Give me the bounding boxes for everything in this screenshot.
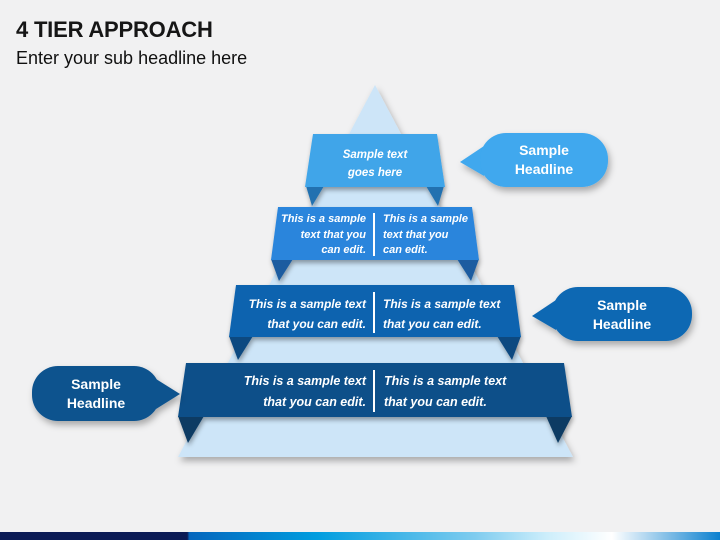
tier-2-left-line: This is a sample — [281, 213, 366, 225]
callout-line: Headline — [66, 395, 126, 411]
tier-1-fold-left — [306, 186, 324, 206]
tier-4-right-line: This is a sample text — [384, 374, 507, 388]
tier-2-fold-left — [271, 259, 293, 281]
tier-2-fold-right — [457, 259, 479, 281]
callout-line: Headline — [514, 161, 574, 177]
tier-1-ribbon — [305, 134, 445, 187]
tier-2-text-right: This is a sample text that you can edit. — [383, 212, 487, 259]
tier-4-left-line: This is a sample text — [243, 374, 366, 388]
callout-top-right-body — [480, 133, 608, 187]
callout-middle-right-tail — [532, 300, 556, 330]
tier-3-left-line: This is a sample text — [248, 297, 366, 311]
callout-top-right-tail — [460, 146, 484, 176]
tier-4-banner — [178, 363, 572, 443]
tier-3-text-right: This is a sample text that you can edit. — [383, 294, 524, 334]
slide-title: 4 TIER APPROACH — [16, 17, 213, 42]
tier-3-text-left: This is a sample text that you can edit. — [225, 294, 366, 334]
tier-2-right-line: This is a sample — [383, 213, 468, 225]
tier-3-fold-right — [497, 336, 521, 360]
tier-2-left-line: can edit. — [321, 244, 366, 256]
callout-bottom-left-label: Sample Headline — [32, 375, 160, 413]
tier-1-fold-right — [426, 186, 444, 206]
tier-4-left-line: that you can edit. — [263, 395, 366, 409]
tier-4-text-left: This is a sample text that you can edit. — [216, 371, 366, 413]
callout-line: Sample — [597, 297, 647, 313]
tier-4-fold-right — [546, 416, 572, 443]
tier-1-banner — [305, 134, 445, 206]
tier-1-text: Sample text goes here — [305, 146, 445, 182]
tier-1-line: goes here — [347, 167, 403, 179]
tier-2-text-left: This is a sample text that you can edit. — [262, 212, 366, 259]
callout-middle-right — [532, 287, 692, 341]
tier-1-line: Sample text — [342, 149, 408, 161]
callout-bottom-left-tail — [156, 379, 180, 409]
callout-line: Headline — [592, 316, 652, 332]
slide-subtitle: Enter your sub headline here — [16, 48, 248, 68]
callout-top-right — [460, 133, 608, 187]
callout-line: Sample — [519, 142, 569, 158]
tier-2-right-line: text that you — [383, 228, 449, 241]
callout-bottom-left — [32, 366, 180, 421]
callout-middle-right-body — [552, 287, 692, 341]
tier-3-right-line: This is a sample text — [383, 297, 501, 311]
tier-2-right-line: can edit. — [383, 244, 428, 256]
tier-4-fold-left — [178, 416, 204, 443]
callout-bottom-left-body — [32, 366, 160, 421]
tier-4-right-line: that you can edit. — [384, 395, 487, 409]
tier-3-fold-left — [229, 336, 253, 360]
tier-4-text-right: This is a sample text that you can edit. — [384, 371, 534, 413]
tier-3-banner — [229, 285, 521, 360]
tier-3-left-line: that you can edit. — [267, 317, 366, 331]
tier-4-divider — [373, 370, 375, 412]
callout-top-right-label: Sample Headline — [480, 141, 608, 179]
callout-line: Sample — [71, 376, 121, 392]
callout-middle-right-label: Sample Headline — [552, 296, 692, 334]
tier-2-banner — [271, 207, 479, 281]
tier-2-left-line: text that you — [300, 228, 366, 241]
tier-2-divider — [373, 213, 375, 256]
tier-3-divider — [373, 292, 375, 333]
bottom-accent-bar — [0, 532, 720, 540]
tier-3-right-line: that you can edit. — [383, 317, 482, 331]
